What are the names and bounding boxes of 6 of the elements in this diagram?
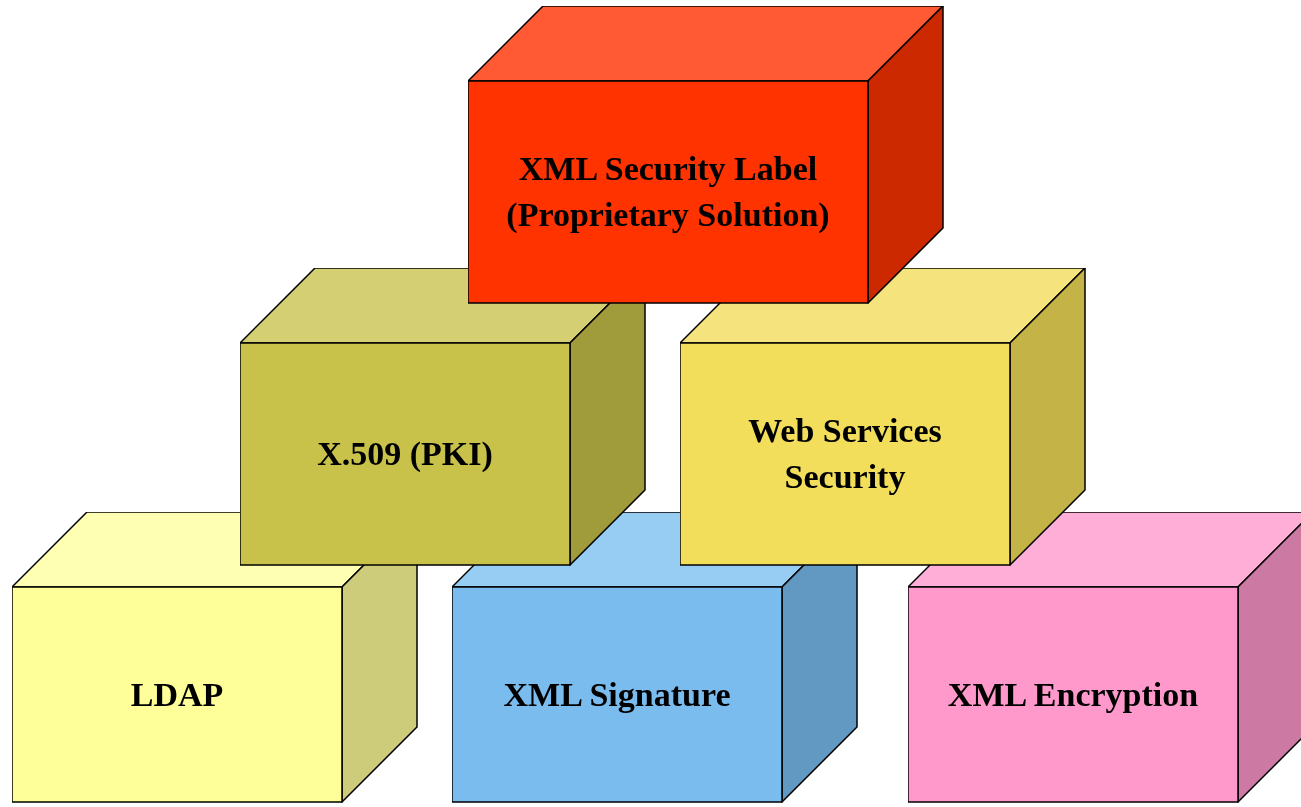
box-label: Web Services Security <box>747 411 943 497</box>
box-label: LDAP <box>130 674 224 715</box>
box-label: XML Signature <box>503 674 731 715</box>
box-label: XML Security Label (Proprietary Solution) <box>505 149 831 235</box>
box-label: XML Encryption <box>947 674 1199 715</box>
box-label: X.509 (PKI) <box>317 434 493 474</box>
